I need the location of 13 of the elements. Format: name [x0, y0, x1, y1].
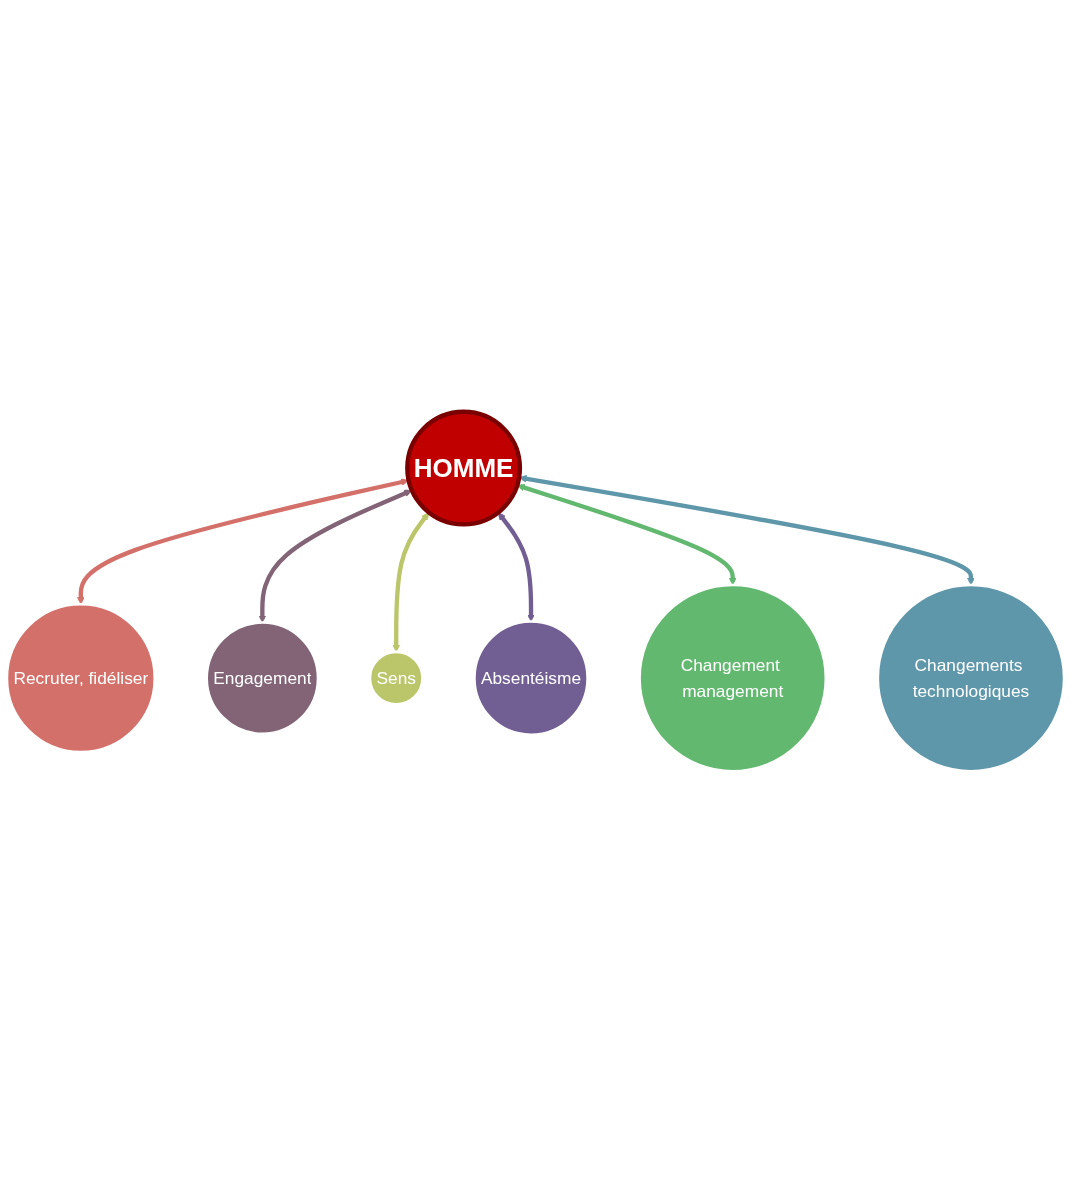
- node-circle: Changement management: [638, 583, 828, 773]
- arrow: [77, 478, 409, 605]
- node-circle: HOMME: [405, 409, 523, 527]
- node-circle: Recruter, fidéliser: [5, 602, 157, 754]
- arrow: [258, 489, 412, 623]
- node-circle: Absentéisme: [473, 620, 589, 736]
- arrow: [517, 483, 737, 586]
- node-circle: Sens: [368, 650, 424, 706]
- node-circle: Changements technologiques: [876, 583, 1066, 773]
- arrow: [392, 512, 430, 653]
- arrow: [498, 512, 535, 622]
- node-circle: Engagement: [205, 621, 320, 736]
- arrow: [519, 475, 975, 586]
